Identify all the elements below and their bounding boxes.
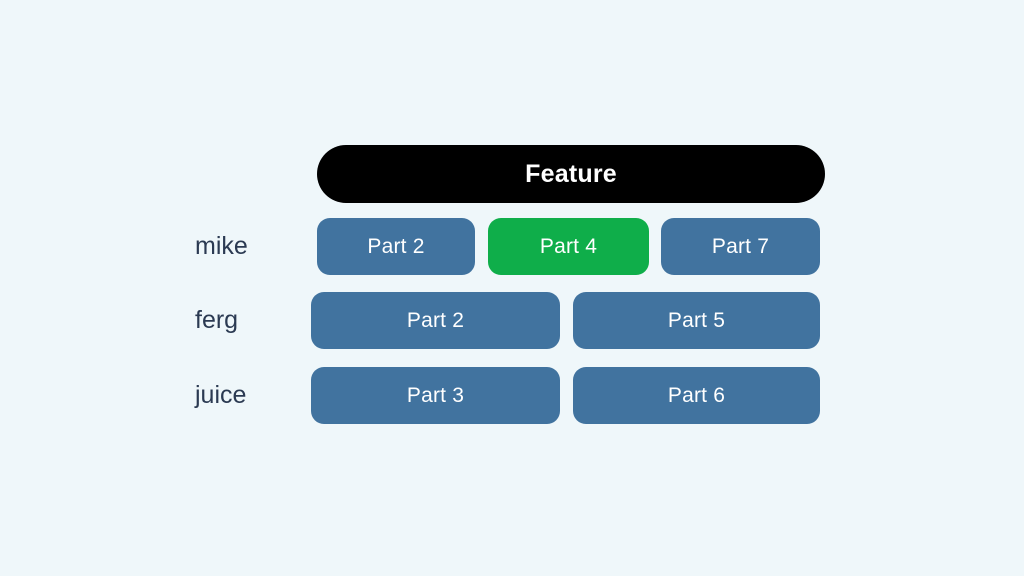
feature-header-bar[interactable]: Feature [317, 145, 825, 203]
chip-mike-part-7[interactable]: Part 7 [661, 218, 820, 275]
chip-mike-part-4[interactable]: Part 4 [488, 218, 649, 275]
row-label-juice: juice [195, 381, 247, 409]
chip-label: Part 7 [711, 234, 770, 258]
chip-label: Part 6 [667, 383, 726, 407]
chip-label: Part 5 [667, 308, 726, 332]
chip-juice-part-3[interactable]: Part 3 [311, 367, 560, 424]
row-label-mike: mike [195, 232, 248, 260]
chip-mike-part-2[interactable]: Part 2 [317, 218, 475, 275]
chip-ferg-part-2[interactable]: Part 2 [311, 292, 560, 349]
chip-ferg-part-5[interactable]: Part 5 [573, 292, 820, 349]
chip-label: Part 2 [406, 308, 465, 332]
feature-header-label: Feature [525, 159, 617, 188]
chip-label: Part 4 [539, 234, 598, 258]
chip-juice-part-6[interactable]: Part 6 [573, 367, 820, 424]
row-label-ferg: ferg [195, 306, 239, 334]
chip-label: Part 2 [367, 234, 425, 258]
chip-label: Part 3 [406, 383, 465, 407]
